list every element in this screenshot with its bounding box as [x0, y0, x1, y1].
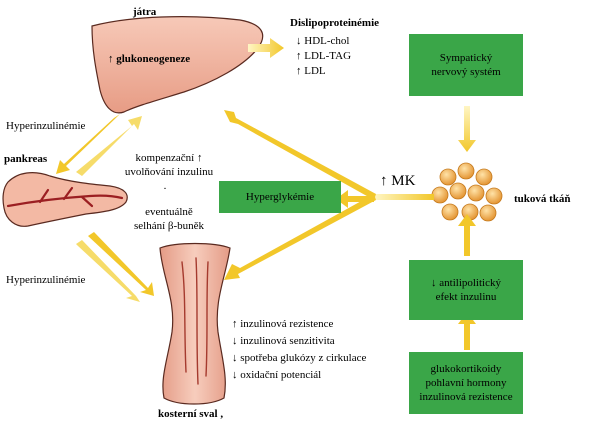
- arrow-pancreas-muscle-1: [88, 232, 154, 296]
- liver-title: játra: [133, 6, 157, 18]
- antilipolytic-line-2: efekt inzulinu: [435, 291, 497, 303]
- dyslipo-item-ldl: ↑ LDL: [296, 65, 326, 77]
- compensation-dot: .: [163, 180, 167, 192]
- pancreas-duct: [6, 186, 124, 208]
- arrow-junction-muscle: [224, 194, 376, 280]
- liver-shape: [91, 16, 264, 114]
- fat-cells: [431, 162, 503, 222]
- sympathetic-line-1: Sympatický: [439, 52, 493, 64]
- antilipolytic-box: ↓ antilipolitický efekt inzulinu: [409, 260, 523, 320]
- arrow-sympathetic-fat: [458, 106, 476, 152]
- muscle-title-text: kosterní sval: [158, 408, 218, 420]
- dyslipo-item-hdl: ↓ HDL-chol: [296, 35, 350, 47]
- sympathetic-box: Sympatický nervový systém: [409, 34, 523, 96]
- arrow-fat-junction: [374, 194, 434, 200]
- dyslipo-title: Dislipoproteinémie: [290, 17, 380, 29]
- compensation-line-2: uvolňování inzulinu: [124, 166, 214, 178]
- hyperglycemia-label: Hyperglykémie: [245, 191, 315, 203]
- arrow-pancreas-liver-1: [76, 116, 142, 176]
- muscle-title-suffix: ,: [220, 408, 224, 420]
- muscle-effect-1: ↑ inzulinová rezistence: [232, 318, 334, 330]
- arrow-junction-hyperglycemia: [336, 190, 374, 208]
- muscle-fibers: [181, 257, 209, 385]
- pancreas-title: pankreas: [4, 153, 48, 165]
- failure-line-1: eventuálně: [145, 206, 193, 218]
- muscle-shape: [159, 242, 231, 405]
- arrows: [56, 38, 476, 350]
- fat-title: tuková tkáň: [514, 193, 571, 205]
- arrow-antilipolytic-fat: [458, 214, 476, 256]
- glucocorticoids-line-2: pohlavní hormony: [425, 377, 507, 389]
- arrow-muscle-pancreas-1: [76, 240, 140, 302]
- glucocorticoids-line-1: glukokortikoidy: [430, 363, 502, 375]
- compensation-line-1: kompenzační ↑: [135, 152, 203, 164]
- hyperinsulinemia-bottom: Hyperinzulinémie: [6, 274, 86, 286]
- antilipolytic-line-1: ↓ antilipolitický: [431, 277, 501, 289]
- arrow-liver-dyslipo: [248, 38, 284, 58]
- hyperinsulinemia-top: Hyperinzulinémie: [6, 120, 86, 132]
- mk-label: ↑ MK: [380, 173, 416, 189]
- arrow-liver-pancreas-1: [56, 114, 120, 174]
- pancreas-shape: [2, 172, 128, 227]
- arrow-glucocorticoids-antilipolytic: [458, 312, 476, 350]
- muscle-effect-3: ↓ spotřeba glukózy z cirkulace: [232, 352, 367, 364]
- failure-line-2: selhání β-buněk: [133, 220, 205, 232]
- muscle-effect-2: ↓ inzulinová senzitivita: [232, 335, 335, 347]
- arrow-junction-liver: [224, 110, 376, 200]
- muscle-effect-4: ↓ oxidační potenciál: [232, 369, 322, 381]
- glucocorticoids-box: glukokortikoidy pohlavní hormony inzulin…: [409, 352, 523, 414]
- glucocorticoids-line-3: inzulinová rezistence: [419, 391, 513, 403]
- dyslipo-item-ldl-tag: ↑ LDL-TAG: [296, 50, 352, 62]
- sympathetic-line-2: nervový systém: [431, 66, 501, 78]
- liver-process: ↑ glukoneogeneze: [108, 53, 191, 65]
- hyperglycemia-box: Hyperglykémie: [219, 181, 341, 213]
- muscle-title: kosterní sval ,: [158, 408, 223, 421]
